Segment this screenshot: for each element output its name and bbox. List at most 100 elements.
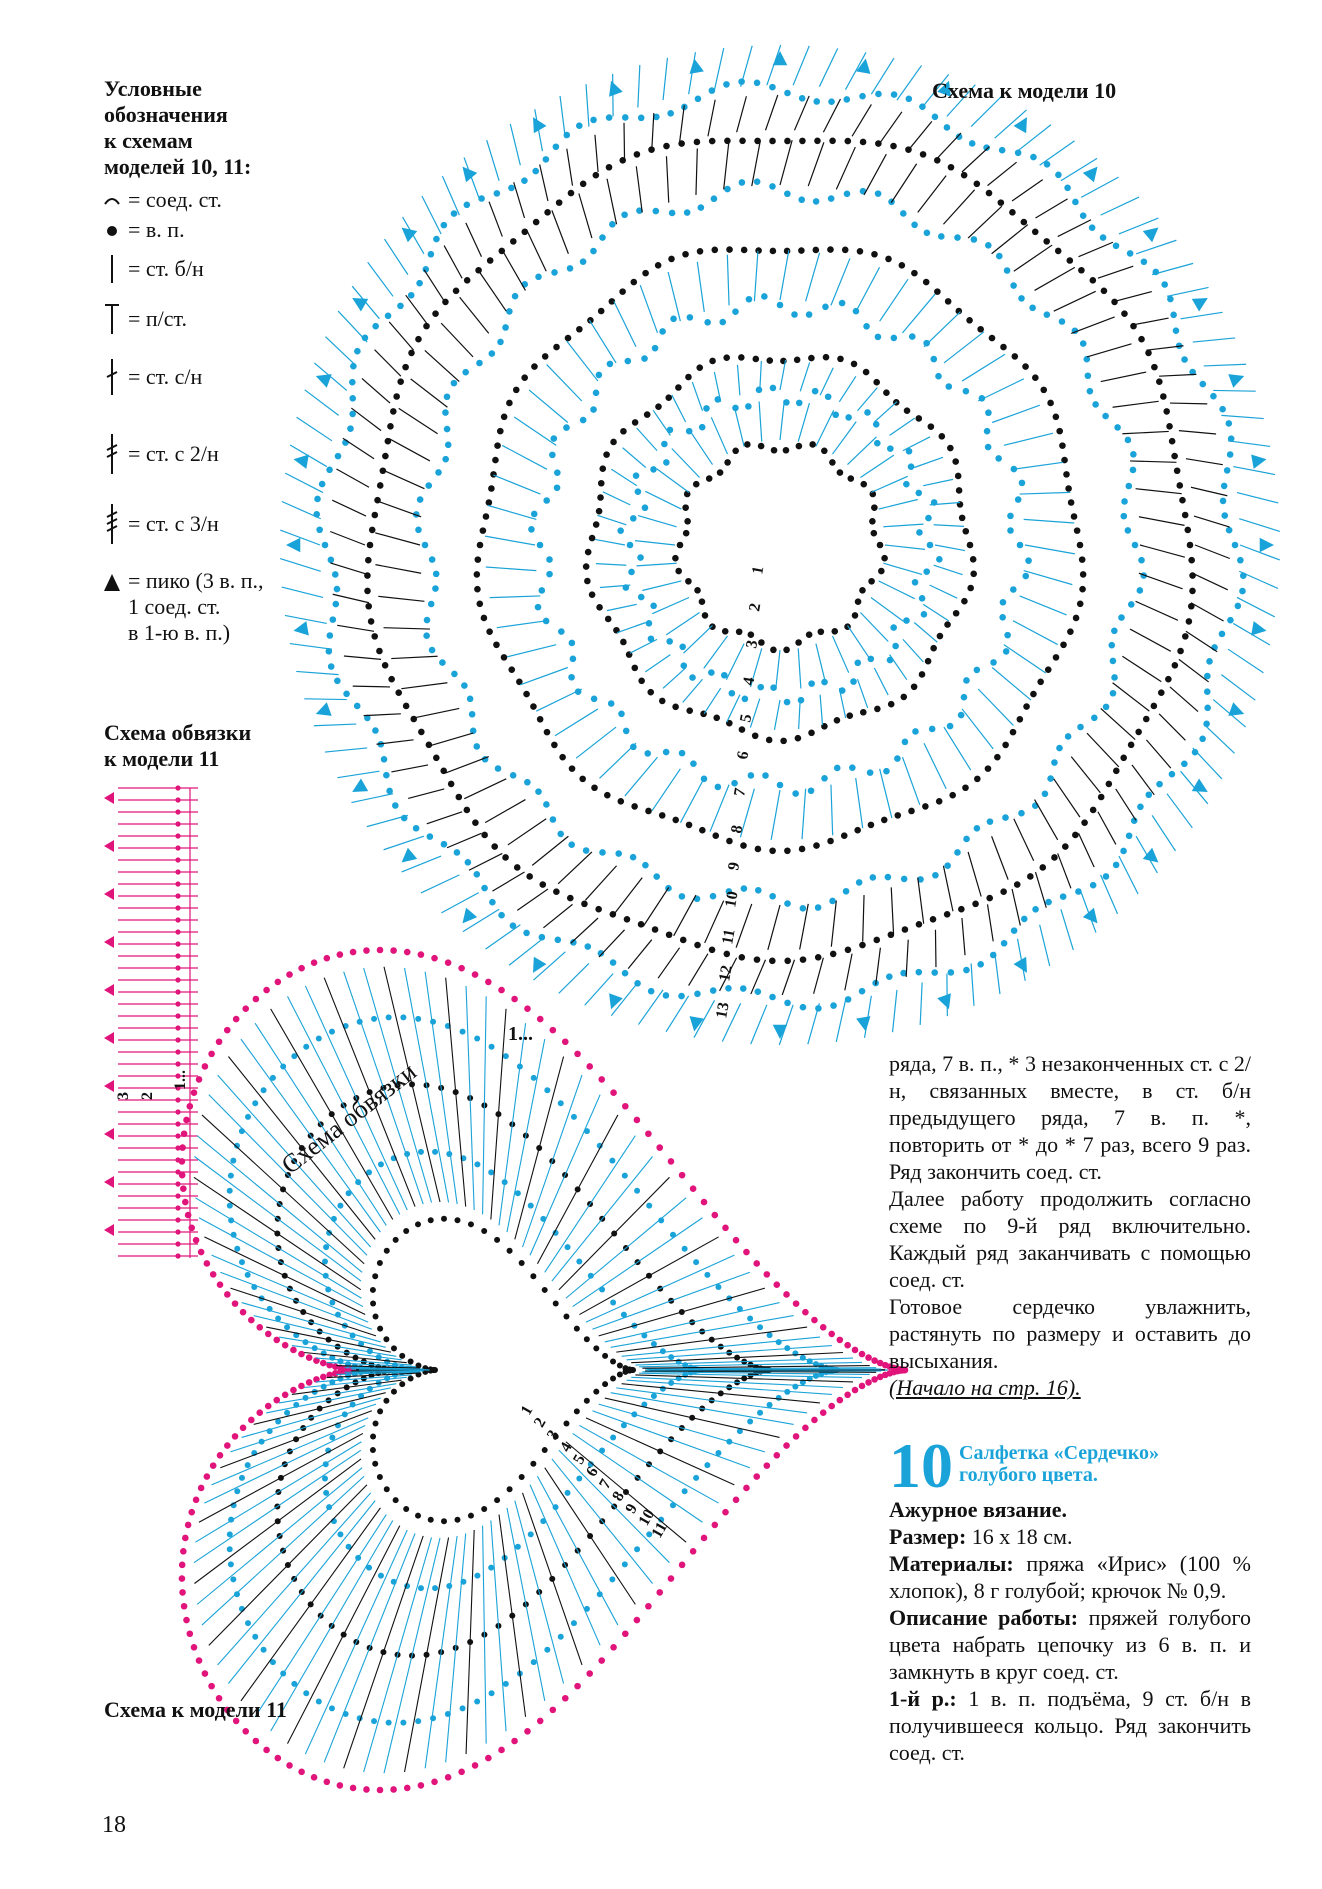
stitch-line — [624, 756, 658, 797]
chain-dot — [977, 960, 984, 968]
stitch-line — [331, 499, 367, 517]
picot-mark — [937, 993, 951, 1010]
chain-dot — [817, 628, 825, 636]
chain-dot — [794, 734, 802, 742]
chain-dot — [1060, 641, 1067, 649]
row-number: 11 — [719, 928, 738, 946]
chain-dot — [273, 1396, 281, 1404]
stitch-line — [901, 756, 921, 805]
chain-dot — [812, 1372, 819, 1379]
chain-dot — [874, 333, 882, 341]
stitch-line — [506, 1039, 546, 1233]
stitch-line — [879, 111, 903, 143]
chain-dot — [773, 1451, 781, 1459]
stitch-line — [1178, 658, 1210, 683]
chain-dot — [322, 1258, 329, 1265]
legend-title: Условные обозначения к схемам моделей 10… — [104, 76, 252, 179]
chain-dot — [608, 298, 616, 305]
picot-mark — [533, 117, 547, 134]
chain-dot — [1018, 809, 1025, 817]
chain-dot — [1079, 340, 1087, 347]
stitch-line — [1112, 400, 1159, 408]
chain-dot — [588, 534, 596, 542]
chain-dot — [226, 1187, 233, 1194]
chain-dot — [175, 893, 181, 899]
stitch-line — [211, 1254, 369, 1323]
stitch-line — [1086, 732, 1120, 768]
chain-dot — [392, 1497, 399, 1504]
chain-dot — [842, 887, 850, 895]
chain-dot — [175, 797, 181, 803]
chain-dot — [233, 1591, 240, 1598]
stitch-line — [642, 580, 682, 592]
chain-dot — [392, 802, 399, 809]
stitch-line — [725, 643, 745, 680]
chain-dot — [326, 466, 333, 474]
chain-dot — [564, 334, 572, 342]
chain-dot — [1184, 526, 1192, 534]
stitch-line — [606, 603, 637, 612]
chain-dot — [728, 689, 736, 697]
stitch-line — [201, 1475, 365, 1626]
chain-dot — [334, 452, 342, 460]
chain-dot — [514, 1543, 521, 1550]
chain-dot — [1031, 228, 1039, 236]
chain-dot — [508, 666, 516, 673]
chain-dot — [415, 1362, 422, 1369]
chain-dot — [1187, 602, 1195, 610]
stitch-line — [398, 407, 438, 435]
picot-mark — [609, 80, 623, 97]
technique: Ажурное вязание. — [889, 1497, 1067, 1522]
stitch-line — [934, 544, 966, 552]
chain-dot — [1118, 614, 1125, 621]
chain-dot — [1165, 675, 1172, 683]
stitch-line — [413, 707, 460, 719]
stitch-line — [723, 143, 730, 190]
chain-dot — [175, 941, 181, 947]
chain-dot — [260, 1087, 267, 1094]
chain-dot — [190, 1089, 198, 1097]
stitch-line — [204, 1236, 366, 1316]
stitch-line — [902, 436, 931, 452]
stitch-line — [1071, 316, 1115, 334]
stitch-line — [280, 557, 321, 572]
chain-dot — [431, 954, 438, 962]
stitch-line — [1221, 414, 1264, 420]
stitch-line — [815, 643, 827, 683]
chain-dot — [1022, 363, 1029, 370]
stitch-line — [1100, 874, 1119, 915]
chain-dot — [700, 1534, 708, 1542]
chain-dot — [644, 750, 652, 757]
chain-dot — [298, 1382, 305, 1390]
chain-dot — [685, 821, 693, 829]
stitch-line — [529, 1484, 601, 1646]
stitch-line — [1131, 764, 1155, 796]
chain-dot — [433, 235, 440, 243]
chain-stitch-icon — [100, 213, 124, 247]
chain-dot — [962, 784, 969, 792]
stitch-line — [546, 364, 583, 402]
stitch-line — [424, 349, 460, 383]
chain-dot — [390, 1345, 397, 1352]
chain-dot — [1111, 298, 1118, 306]
chain-dot — [610, 1089, 617, 1097]
stitch-line — [1023, 570, 1073, 586]
chain-dot — [859, 92, 866, 100]
chain-dot — [901, 738, 909, 746]
chain-dot — [1043, 311, 1051, 318]
chain-dot — [758, 639, 765, 646]
stitch-line — [424, 971, 458, 1205]
chain-dot — [390, 408, 397, 415]
chain-dot — [954, 472, 962, 480]
chain-dot — [735, 628, 743, 636]
chain-dot — [368, 526, 376, 534]
chain-dot — [1067, 628, 1074, 635]
stitch-line — [598, 1403, 766, 1453]
chain-dot — [175, 1145, 181, 1151]
chain-dot — [791, 311, 798, 318]
chain-dot — [1181, 633, 1189, 640]
chain-dot — [349, 1784, 357, 1792]
stitch-line — [857, 387, 878, 412]
chain-dot — [553, 484, 561, 492]
chain-dot — [365, 556, 372, 564]
